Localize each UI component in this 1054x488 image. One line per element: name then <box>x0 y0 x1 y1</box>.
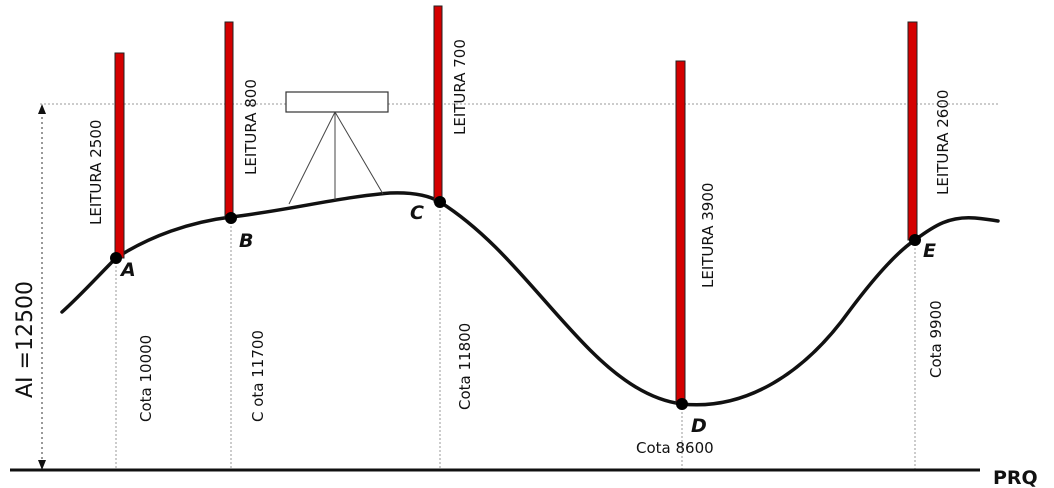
point-label-a: A <box>119 259 136 281</box>
datum-label: PRQ <box>993 467 1038 488</box>
point-label-c: C <box>410 202 424 224</box>
rod-b <box>224 21 234 219</box>
point-label-e: E <box>923 240 936 262</box>
tripod-leg-right <box>334 111 384 195</box>
point-a-marker <box>110 252 122 264</box>
tripod-leg-left <box>288 111 336 205</box>
instrument-height-arrow <box>38 104 46 470</box>
arrow-down-icon <box>38 460 46 470</box>
arrow-up-icon <box>38 104 46 114</box>
point-d-marker <box>676 398 688 410</box>
rod-e <box>907 21 918 241</box>
leveling-rods <box>114 5 918 405</box>
instrument-height-label: AI =12500 <box>13 281 38 398</box>
reading-label-a: LEITURA 2500 <box>87 120 105 225</box>
elevation-label-e: Cota 9900 <box>927 300 945 378</box>
drop-lines <box>115 202 916 470</box>
level-telescope <box>285 91 389 113</box>
point-c-marker <box>434 196 446 208</box>
reading-label-e: LEITURA 2600 <box>934 90 952 195</box>
elevation-label-c: Cota 11800 <box>456 323 474 410</box>
station-points <box>110 196 921 410</box>
reading-label-d: LEITURA 3900 <box>699 183 717 288</box>
reading-label-c: LEITURA 700 <box>451 39 469 135</box>
terrain-profile <box>60 191 1000 407</box>
level-instrument <box>285 91 389 205</box>
elevation-label-a: Cota 10000 <box>137 335 155 422</box>
point-b-marker <box>225 212 237 224</box>
rod-d <box>675 60 686 405</box>
rod-a <box>114 52 125 259</box>
point-label-d: D <box>691 415 707 437</box>
elevation-label-d: Cota 8600 <box>636 439 714 457</box>
rod-c <box>433 5 443 203</box>
point-label-b: B <box>239 230 253 252</box>
elevation-label-b: C ota 11700 <box>249 330 267 422</box>
reading-label-b: LEITURA 800 <box>242 79 260 175</box>
point-e-marker <box>909 234 921 246</box>
